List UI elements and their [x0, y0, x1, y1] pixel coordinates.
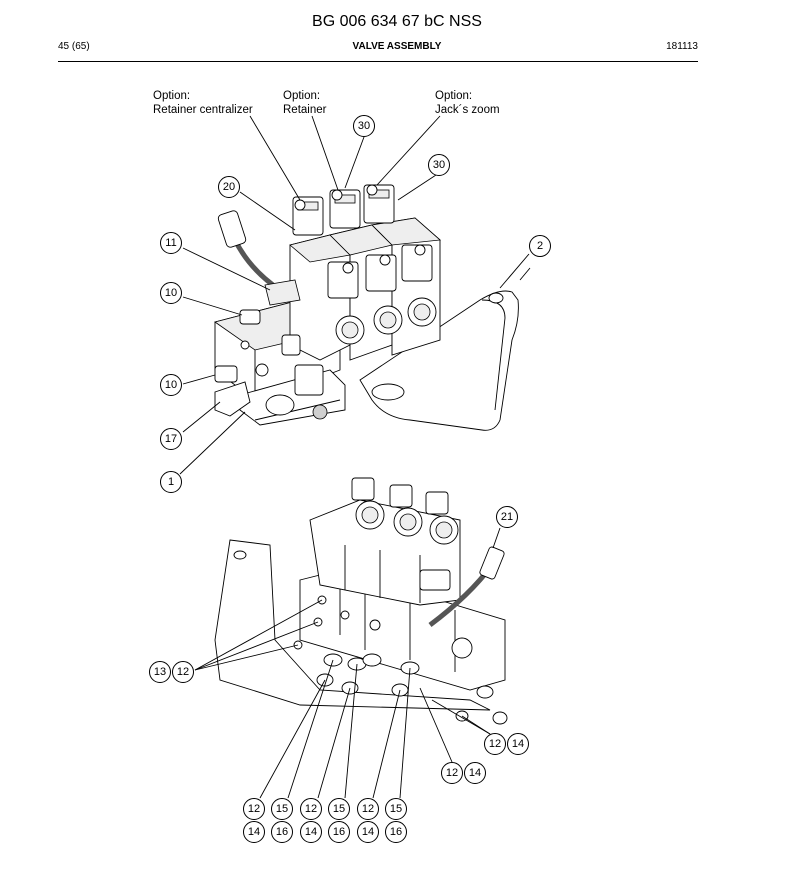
svg-text:14: 14 — [362, 826, 374, 838]
mounting-bracket-lower — [214, 539, 491, 711]
callout-row2-1: 14 — [243, 821, 265, 843]
option-label-retainer-centralizer: Option: Retainer centralizer — [153, 89, 253, 117]
adjustment-knobs-upper — [335, 297, 437, 345]
leader-lines — [179, 115, 530, 799]
callout-10-lower: 10 — [160, 374, 182, 396]
date-code: 181113 — [666, 41, 698, 52]
svg-text:10: 10 — [165, 379, 177, 391]
svg-text:20: 20 — [223, 181, 235, 193]
option-name: Retainer — [283, 104, 327, 116]
callout-11: 11 — [160, 232, 182, 254]
callout-30-right: 30 — [428, 154, 450, 176]
callout-row2-2: 16 — [271, 821, 293, 843]
option-label-retainer: Option: Retainer — [283, 89, 326, 117]
svg-text:15: 15 — [333, 803, 345, 815]
callout-row2-4: 16 — [328, 821, 350, 843]
section-title: VALVE ASSEMBLY — [352, 41, 442, 52]
svg-text:12: 12 — [177, 666, 189, 678]
svg-text:16: 16 — [390, 826, 402, 838]
option-prefix: Option: — [435, 90, 473, 102]
callout-row1-1: 12 — [243, 798, 265, 820]
svg-text:12: 12 — [446, 767, 458, 779]
header-rule — [58, 61, 698, 62]
svg-text:12: 12 — [248, 803, 260, 815]
callout-row2-3: 14 — [300, 821, 322, 843]
option-label-jacks-zoom: Option: Jack´s zoom — [435, 89, 500, 117]
callout-12-right: 12 — [484, 733, 506, 755]
svg-text:13: 13 — [154, 666, 166, 678]
callout-12-left: 12 — [172, 661, 194, 683]
callout-12-mid: 12 — [441, 762, 463, 784]
svg-text:12: 12 — [489, 738, 501, 750]
svg-text:30: 30 — [433, 159, 445, 171]
option-prefix: Option: — [283, 90, 321, 102]
svg-text:16: 16 — [276, 826, 288, 838]
solenoid-coil-row-middle — [327, 244, 433, 299]
callout-21: 21 — [496, 506, 518, 528]
callout-row2-6: 16 — [385, 821, 407, 843]
callout-14-mid: 14 — [464, 762, 486, 784]
svg-text:14: 14 — [512, 738, 524, 750]
svg-text:17: 17 — [165, 433, 177, 445]
callout-14-right: 14 — [507, 733, 529, 755]
upper-valve-assembly — [214, 184, 531, 431]
svg-text:11: 11 — [165, 237, 176, 249]
lower-valve-assembly — [214, 477, 508, 725]
svg-text:14: 14 — [305, 826, 317, 838]
callout-row1-5: 12 — [357, 798, 379, 820]
callout-1: 1 — [160, 471, 182, 493]
svg-text:21: 21 — [501, 511, 513, 523]
option-name: Retainer centralizer — [153, 104, 253, 116]
svg-text:1: 1 — [168, 476, 174, 488]
svg-text:30: 30 — [358, 120, 370, 132]
callout-10-upper: 10 — [160, 282, 182, 304]
option-prefix: Option: — [153, 90, 191, 102]
callout-17: 17 — [160, 428, 182, 450]
callout-row1-4: 15 — [328, 798, 350, 820]
callout-row1-2: 15 — [271, 798, 293, 820]
callout-20: 20 — [218, 176, 240, 198]
lower-fittings — [293, 595, 508, 725]
cable-upper — [232, 238, 282, 293]
svg-text:16: 16 — [333, 826, 345, 838]
callout-row1-6: 15 — [385, 798, 407, 820]
document-title: BG 006 634 67 bC NSS — [312, 13, 482, 30]
svg-text:15: 15 — [276, 803, 288, 815]
svg-text:2: 2 — [537, 240, 543, 252]
callout-row2-5: 14 — [357, 821, 379, 843]
callout-30-top: 30 — [353, 115, 375, 137]
callout-2: 2 — [529, 235, 551, 257]
svg-text:14: 14 — [469, 767, 481, 779]
svg-text:12: 12 — [305, 803, 317, 815]
svg-text:15: 15 — [390, 803, 402, 815]
solenoid-coil-row-top — [292, 184, 395, 236]
svg-text:12: 12 — [362, 803, 374, 815]
callout-row1-3: 12 — [300, 798, 322, 820]
option-name: Jack´s zoom — [435, 104, 500, 116]
callout-13: 13 — [149, 661, 171, 683]
svg-text:14: 14 — [248, 826, 260, 838]
svg-text:10: 10 — [165, 287, 177, 299]
page-number: 45 (65) — [58, 41, 90, 52]
